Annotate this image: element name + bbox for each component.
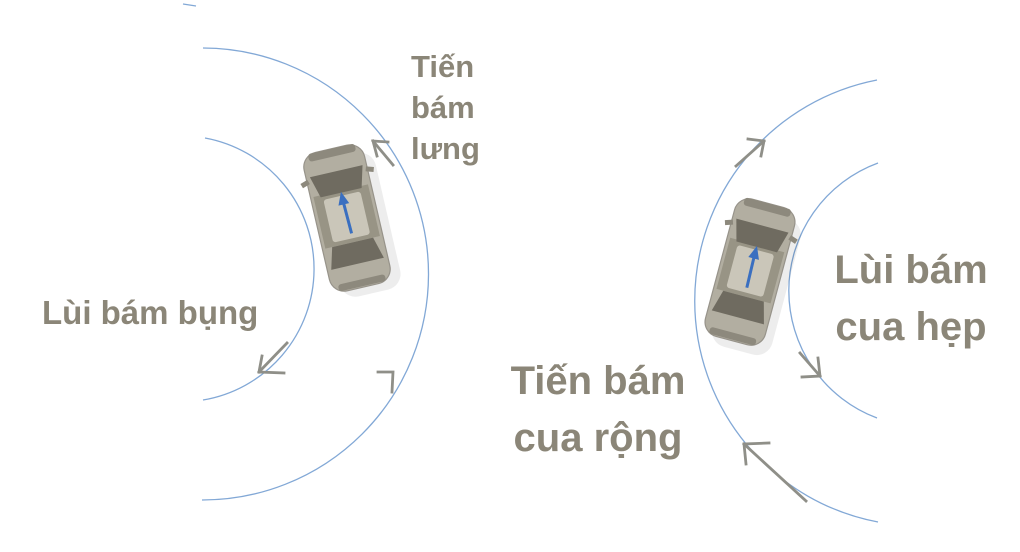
right-reverse-down-right-arrow: [798, 351, 822, 379]
left-reverse-down-left-arrow: [257, 341, 289, 375]
left-reverse-label: Lùi bám bụng: [42, 294, 259, 331]
stray-arc-fragment: [182, 3, 197, 7]
left-car-top-view-icon: [292, 138, 406, 305]
left-forward-label: Tiến bám lưng: [411, 49, 480, 166]
right-inner-arc: [788, 162, 879, 419]
right-forward-up-right-arrow: [734, 137, 766, 168]
right-reverse-label: Lùi bám cua hẹp: [834, 248, 988, 349]
left-forward-up-left-arrow: [371, 139, 395, 167]
right-bottom-up-left-arrow: [742, 441, 808, 503]
left-outer-arc: [201, 47, 430, 501]
left-outer-arc-tick-up-right: [376, 370, 395, 394]
right-forward-label: Tiến bám cua rộng: [510, 359, 686, 460]
left-inner-arc: [202, 137, 315, 401]
